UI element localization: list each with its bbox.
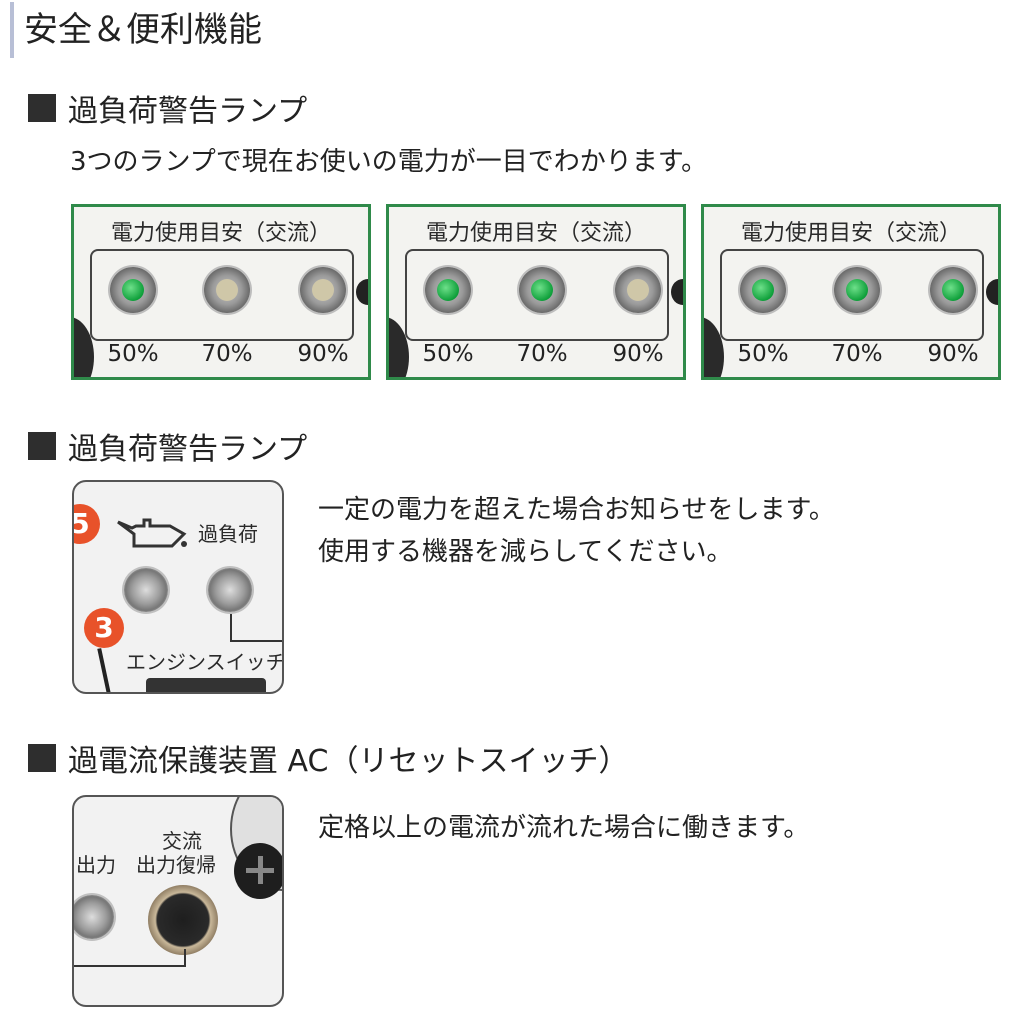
ac-label: 交流: [162, 829, 202, 853]
lamp-core: [627, 279, 649, 301]
lamp-70: [519, 267, 565, 313]
panel-title: 電力使用目安（交流）: [425, 221, 646, 246]
screw-slot-v: [258, 856, 263, 884]
lamp-core: [437, 279, 459, 301]
indicator-lamp: [124, 568, 168, 612]
pct-label-70: 70%: [516, 341, 568, 367]
lamp-core: [216, 279, 238, 301]
lamp-core: [752, 279, 774, 301]
switch-housing: [146, 678, 266, 692]
lamp-70: [834, 267, 880, 313]
section-description: 定格以上の電流が流れた場合に働きます。: [318, 813, 810, 843]
section-heading-text: 過負荷警告ランプ: [68, 94, 308, 129]
section-heading-overload-lamp-2: 過負荷警告ランプ: [28, 424, 307, 468]
knob-icon: [356, 279, 368, 305]
overload-lamp-photo: 5 過負荷 3 エンジンスイッチ: [72, 480, 284, 694]
pct-label-50: 50%: [737, 341, 789, 367]
lamp-50: [740, 267, 786, 313]
lamp-core: [846, 279, 868, 301]
panel-title: 電力使用目安（交流）: [740, 221, 961, 246]
section-heading-text: 過電流保護装置 AC（リセットスイッチ）: [68, 744, 629, 779]
oil-can-icon: [117, 518, 187, 548]
section-description-line2: 使用する機器を減らしてください。: [318, 537, 733, 567]
pct-label-50: 50%: [422, 341, 474, 367]
lamp-core: [942, 279, 964, 301]
leader-line: [74, 949, 186, 967]
knob-icon: [986, 279, 998, 305]
pct-label-90: 90%: [612, 341, 664, 367]
panel-frame: [405, 249, 669, 341]
lamp-50: [425, 267, 471, 313]
section-heading-overload-lamp: 過負荷警告ランプ: [28, 86, 307, 130]
panel-title: 電力使用目安（交流）: [110, 221, 331, 246]
lamp-70: [204, 267, 250, 313]
section-description-line1: 一定の電力を超えた場合お知らせをします。: [318, 495, 835, 525]
cable: [97, 648, 111, 692]
lamp-90: [930, 267, 976, 313]
output-label: 出力: [76, 853, 116, 877]
lamp-90: [615, 267, 661, 313]
panel-frame: [720, 249, 984, 341]
panel-shadow: [389, 317, 409, 377]
page-title: 安全＆便利機能: [10, 2, 262, 58]
lamp-core: [122, 279, 144, 301]
output-lamp: [74, 895, 114, 939]
section-description: 3つのランプで現在お使いの電力が一目でわかります。: [70, 147, 708, 177]
overload-lamp: [208, 568, 252, 612]
engine-switch-label: エンジンスイッチ: [126, 650, 284, 674]
overload-label: 過負荷: [198, 522, 258, 546]
reset-label: 出力復帰: [136, 853, 216, 877]
lamp-core: [312, 279, 334, 301]
lamp-50: [110, 267, 156, 313]
lamp-panel-1: 電力使用目安（交流） 50% 70% 90%: [71, 204, 371, 380]
section-heading-overcurrent: 過電流保護装置 AC（リセットスイッチ）: [28, 736, 628, 780]
panel-shadow: [704, 317, 724, 377]
reset-switch-photo: 出力 交流 出力復帰: [72, 795, 284, 1007]
panel-frame: [90, 249, 354, 341]
bullet-square-icon: [28, 94, 56, 122]
bullet-square-icon: [28, 744, 56, 772]
pct-label-90: 90%: [297, 341, 349, 367]
panel-shadow: [74, 317, 94, 377]
lamp-panel-2: 電力使用目安（交流） 50% 70% 90%: [386, 204, 686, 380]
pct-label-70: 70%: [201, 341, 253, 367]
screw-icon: [234, 843, 282, 899]
section-heading-text: 過負荷警告ランプ: [68, 432, 308, 467]
pct-label-50: 50%: [107, 341, 159, 367]
lamp-panel-3: 電力使用目安（交流） 50% 70% 90%: [701, 204, 1001, 380]
lamp-core: [531, 279, 553, 301]
knob-icon: [671, 279, 683, 305]
pct-label-90: 90%: [927, 341, 979, 367]
reset-button[interactable]: [148, 885, 218, 955]
bullet-square-icon: [28, 432, 56, 460]
lamp-90: [300, 267, 346, 313]
leader-line: [230, 614, 282, 642]
badge-3: 3: [84, 608, 124, 648]
pct-label-70: 70%: [831, 341, 883, 367]
badge-5: 5: [74, 504, 100, 544]
